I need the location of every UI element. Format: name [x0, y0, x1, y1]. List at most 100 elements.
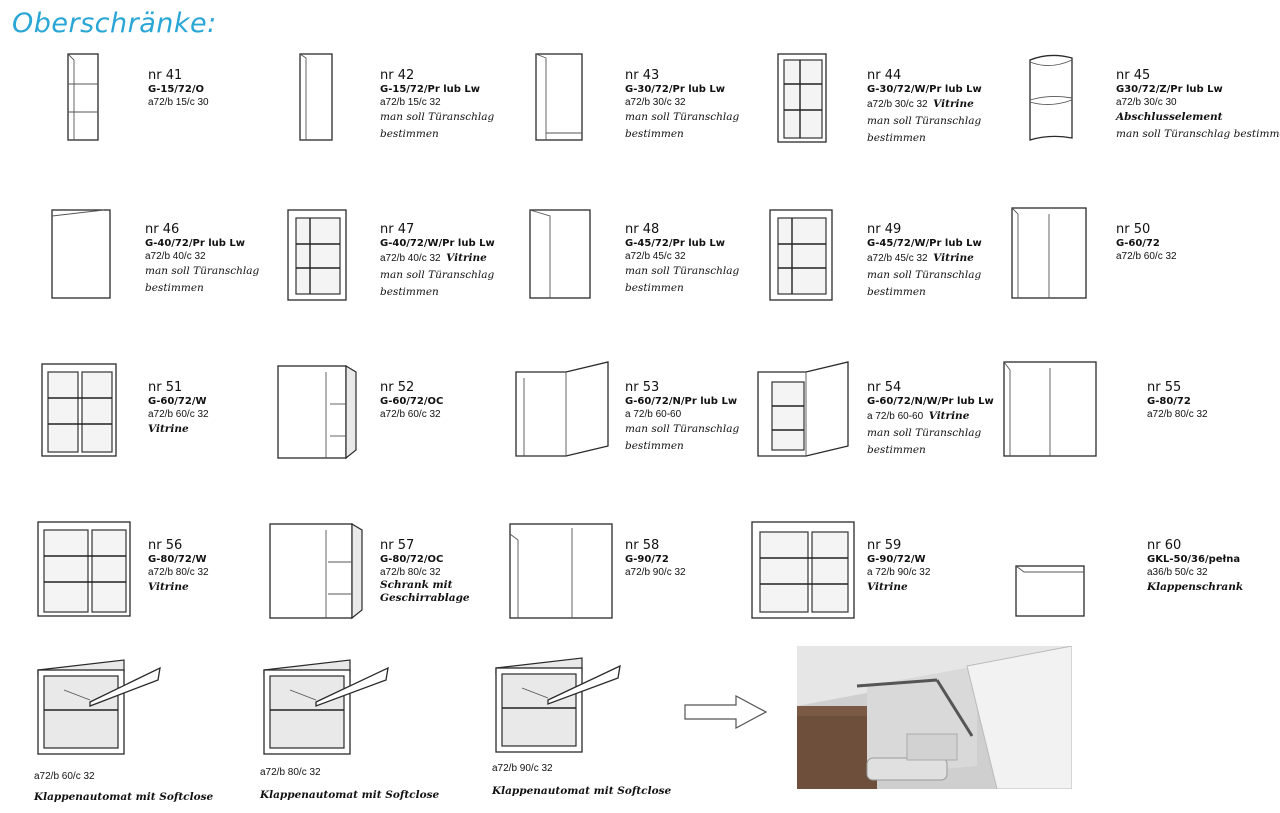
item-dimensions: a72/b 45/c 32: [867, 253, 928, 264]
flap-dimensions: a72/b 80/c 32: [260, 767, 321, 778]
item-note: man soll Türanschlag: [867, 427, 982, 439]
item-dimensions: a72/b 15/c 32: [380, 97, 441, 108]
cabinet-57-drawing: [269, 522, 363, 620]
flap-note: Klappenautomat mit Softclose: [492, 785, 672, 797]
item-note: Vitrine: [148, 423, 189, 435]
item-dimensions: a72/b 80/c 32: [380, 567, 441, 578]
item-number: nr 57: [380, 538, 415, 553]
item-note: Abschlusselement: [1116, 111, 1223, 123]
item-number: nr 44: [867, 68, 902, 83]
arrow-right-icon: [684, 695, 768, 729]
cabinet-41-drawing: [67, 53, 99, 141]
item-dimensions: a72/b 15/c 30: [148, 97, 209, 108]
flap-cabinet-2-drawing: [263, 659, 389, 755]
item-note: man soll Türanschlag bestimmen: [1116, 128, 1280, 140]
item-dimensions: a36/b 50/c 32: [1147, 567, 1208, 578]
item-number: nr 46: [145, 222, 180, 237]
flap-note: Klappenautomat mit Softclose: [34, 791, 214, 803]
item-note: man soll Türanschlag: [625, 423, 740, 435]
item-dimensions: a 72/b 60-60: [867, 411, 924, 422]
item-note: man soll Türanschlag: [380, 111, 495, 123]
item-note: bestimmen: [625, 440, 684, 452]
item-number: nr 48: [625, 222, 660, 237]
cabinet-43-drawing: [535, 53, 583, 141]
flap-dimensions: a72/b 60/c 32: [34, 771, 95, 782]
cabinet-51-drawing: [41, 363, 117, 457]
item-note: man soll Türanschlag: [145, 265, 260, 277]
item-dimensions: a72/b 80/c 32: [1147, 409, 1208, 420]
cabinet-58-drawing: [509, 523, 613, 619]
item-type: Vitrine: [933, 252, 974, 264]
photo-illustration: [797, 646, 1072, 789]
cabinet-48-drawing: [529, 209, 591, 299]
item-note: man soll Türanschlag: [380, 269, 495, 281]
item-type: Vitrine: [928, 410, 970, 422]
item-note: Schrank mit: [380, 579, 453, 591]
cabinet-60-drawing: [1015, 565, 1085, 617]
item-code: G-30/72/Pr lub Lw: [625, 84, 726, 95]
item-number: nr 51: [148, 380, 183, 395]
item-code: G-45/72/Pr lub Lw: [625, 238, 726, 249]
item-dimensions: a72/b 30/c 32: [625, 97, 686, 108]
item-note: man soll Türanschlag: [625, 265, 740, 277]
item-number: nr 43: [625, 68, 660, 83]
item-note: Geschirrablage: [380, 592, 470, 604]
cabinet-53-drawing: [515, 361, 609, 457]
cabinet-54-drawing: [757, 361, 849, 457]
page-title: Oberschränke:: [12, 8, 217, 39]
item-code: G-90/72/W: [867, 554, 926, 565]
item-note: bestimmen: [380, 128, 439, 140]
item-dimensions: a 72/b 90/c 32: [867, 567, 931, 578]
item-code: G-60/72/OC: [380, 396, 444, 407]
item-note: man soll Türanschlag: [867, 115, 982, 127]
flap-cabinet-1-drawing: [37, 659, 161, 755]
item-dimensions: a72/b 80/c 32: [148, 567, 209, 578]
item-dimensions: a72/b 30/c 30: [1116, 97, 1177, 108]
item-note: Klappenschrank: [1147, 581, 1244, 593]
item-code: G-15/72/O: [148, 84, 204, 95]
cabinet-45-drawing: [1029, 54, 1073, 141]
item-type: Vitrine: [933, 98, 974, 110]
item-dimensions: a72/b 40/c 32: [380, 253, 441, 264]
flap-mechanism-photo: [797, 646, 1072, 789]
item-note: bestimmen: [625, 282, 684, 294]
item-dimensions: a 72/b 60-60: [625, 409, 682, 420]
item-number: nr 56: [148, 538, 183, 553]
item-code: G-60/72: [1116, 238, 1160, 249]
item-code: G30/72/Z/Pr lub Lw: [1116, 84, 1223, 95]
item-type: Vitrine: [446, 252, 487, 264]
cabinet-42-drawing: [299, 53, 333, 141]
item-number: nr 54: [867, 380, 902, 395]
cabinet-59-drawing: [751, 521, 855, 619]
cabinet-52-drawing: [277, 364, 357, 460]
item-code: G-60/72/N/W/Pr lub Lw: [867, 396, 994, 407]
item-note: man soll Türanschlag: [867, 269, 982, 281]
item-dimensions: a72/b 45/c 32: [625, 251, 686, 262]
item-number: nr 41: [148, 68, 183, 83]
item-note: bestimmen: [625, 128, 684, 140]
item-code: G-60/72/W: [148, 396, 207, 407]
item-code: G-60/72/N/Pr lub Lw: [625, 396, 738, 407]
item-number: nr 42: [380, 68, 415, 83]
cabinet-55-drawing: [1003, 361, 1097, 457]
item-number: nr 47: [380, 222, 415, 237]
item-code: G-90/72: [625, 554, 669, 565]
item-number: nr 58: [625, 538, 660, 553]
item-code: GKL-50/36/pełna: [1147, 554, 1241, 565]
cabinet-50-drawing: [1011, 207, 1087, 299]
item-dimensions: a72/b 60/c 32: [380, 409, 441, 420]
item-dimensions: a72/b 30/c 32: [867, 99, 928, 110]
item-code: G-80/72/W: [148, 554, 207, 565]
cabinet-46-drawing: [51, 209, 111, 299]
item-note: Vitrine: [148, 581, 189, 593]
item-number: nr 53: [625, 380, 660, 395]
cabinet-47-drawing: [287, 209, 347, 301]
item-note: bestimmen: [867, 444, 926, 456]
item-number: nr 52: [380, 380, 415, 395]
item-number: nr 45: [1116, 68, 1151, 83]
cabinet-44-drawing: [777, 53, 827, 143]
item-note: Vitrine: [867, 581, 908, 593]
item-dimensions: a72/b 60/c 32: [1116, 251, 1177, 262]
cabinet-49-drawing: [769, 209, 833, 301]
item-number: nr 49: [867, 222, 902, 237]
